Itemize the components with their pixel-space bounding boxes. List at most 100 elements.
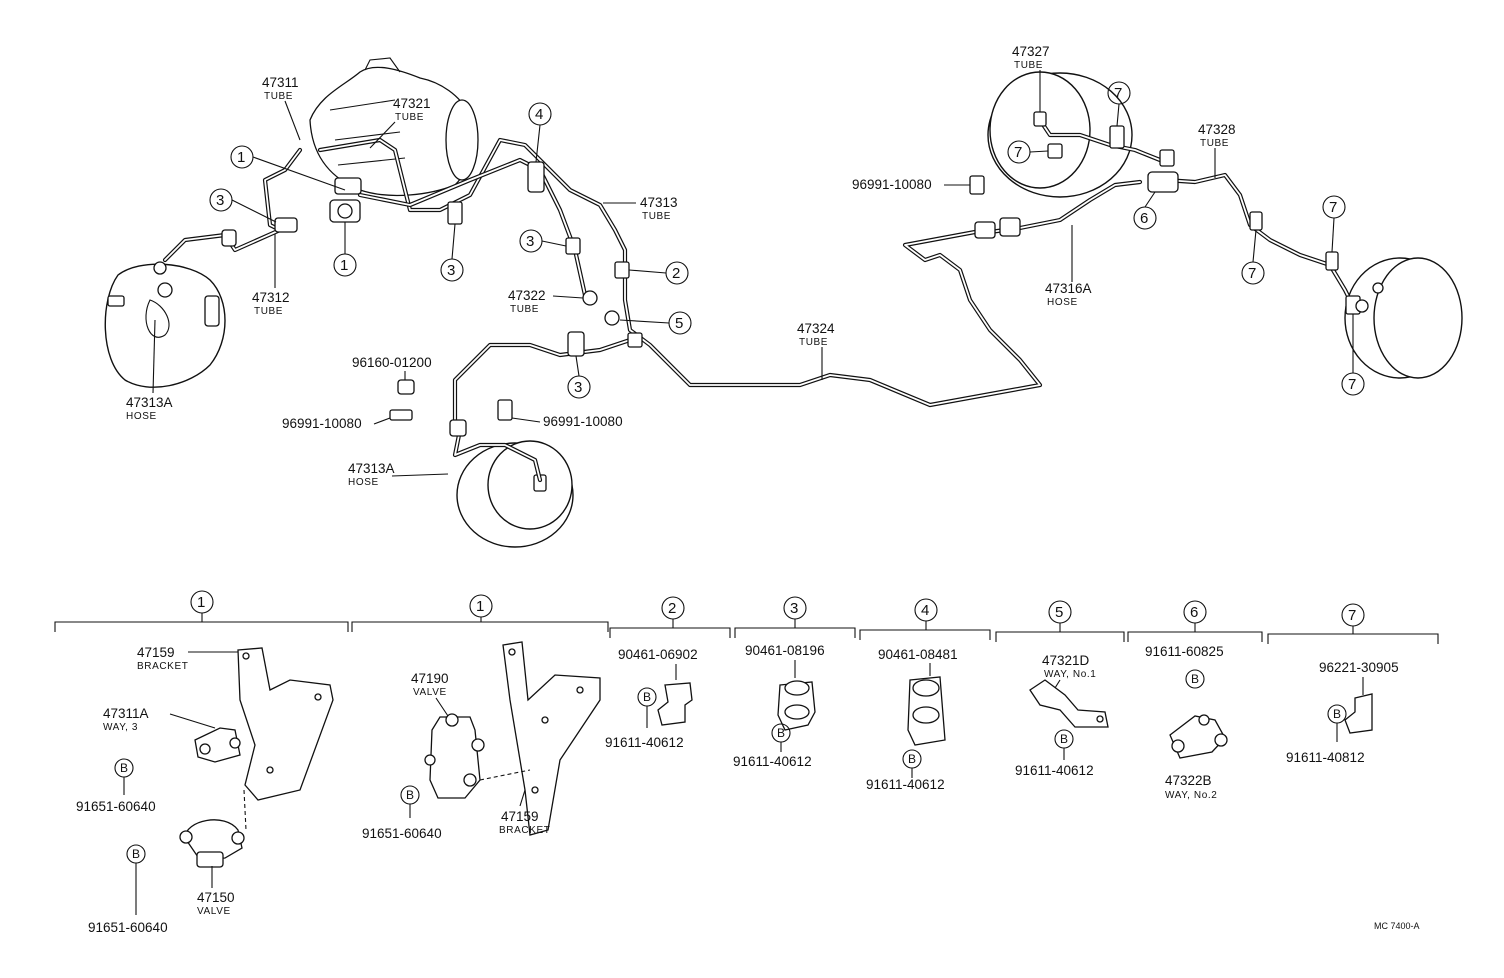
svg-text:2: 2 — [668, 600, 676, 617]
svg-text:7: 7 — [1014, 144, 1022, 161]
svg-text:TUBE: TUBE — [642, 211, 671, 222]
svg-text:BRACKET: BRACKET — [137, 661, 188, 672]
middle-brake-drum — [456, 440, 574, 548]
group-4: 90461-08481 B 91611-40612 — [866, 647, 958, 792]
svg-text:TUBE: TUBE — [1014, 60, 1043, 71]
svg-text:47159: 47159 — [501, 809, 539, 824]
svg-text:3: 3 — [574, 379, 582, 396]
callout-47313A-left: 47313A HOSE — [126, 319, 173, 422]
svg-text:1: 1 — [340, 257, 348, 274]
svg-text:TUBE: TUBE — [799, 337, 828, 348]
callout-96160-01200: 96160-01200 — [352, 355, 432, 380]
svg-text:HOSE: HOSE — [126, 411, 157, 422]
svg-text:1: 1 — [197, 594, 205, 611]
svg-text:7: 7 — [1114, 85, 1122, 102]
svg-text:90461-08196: 90461-08196 — [745, 643, 825, 658]
svg-text:96991-10080: 96991-10080 — [852, 177, 932, 192]
svg-text:96991-10080: 96991-10080 — [282, 416, 362, 431]
svg-text:7: 7 — [1329, 199, 1337, 216]
svg-text:B: B — [120, 761, 128, 775]
master-cylinder-assembly — [309, 57, 479, 223]
svg-text:B: B — [908, 752, 916, 766]
svg-text:91611-40612: 91611-40612 — [733, 754, 812, 769]
svg-text:6: 6 — [1140, 210, 1148, 227]
svg-text:B: B — [406, 788, 414, 802]
svg-text:47313: 47313 — [640, 195, 678, 210]
group-1-left: 47159 BRACKET 47311A WAY, 3 B 91651-6064… — [76, 645, 334, 935]
svg-text:91651-60640: 91651-60640 — [362, 826, 442, 841]
svg-text:91611-60825: 91611-60825 — [1145, 644, 1224, 659]
svg-text:7: 7 — [1348, 376, 1356, 393]
callout-47328: 47328 TUBE — [1198, 122, 1236, 178]
svg-text:47316A: 47316A — [1045, 281, 1092, 296]
svg-text:4: 4 — [921, 602, 929, 619]
svg-text:B: B — [1060, 732, 1068, 746]
svg-text:B: B — [777, 726, 785, 740]
svg-text:5: 5 — [1055, 604, 1063, 621]
svg-text:5: 5 — [675, 315, 683, 332]
svg-text:4: 4 — [535, 106, 543, 123]
group-headers: 1 1 2 3 4 5 6 7 — [54, 590, 1439, 644]
svg-text:HOSE: HOSE — [348, 477, 379, 488]
svg-text:HOSE: HOSE — [1047, 297, 1078, 308]
svg-text:TUBE: TUBE — [510, 304, 539, 315]
callout-47321: 47321 TUBE — [369, 96, 431, 149]
svg-text:91611-40612: 91611-40612 — [605, 735, 684, 750]
callout-96991-10080-c: 96991-10080 — [852, 177, 970, 192]
svg-text:91651-60640: 91651-60640 — [76, 799, 156, 814]
svg-text:B: B — [132, 847, 140, 861]
svg-text:47312: 47312 — [252, 290, 290, 305]
svg-text:47159: 47159 — [137, 645, 175, 660]
group-5: 47321D WAY, No.1 B 91611-40612 — [1015, 653, 1109, 778]
svg-text:1: 1 — [476, 598, 484, 615]
drawing-code: MC 7400-A — [1374, 921, 1420, 931]
svg-text:96160-01200: 96160-01200 — [352, 355, 432, 370]
callout-47313A-mid: 47313A HOSE — [348, 461, 449, 488]
ref-circles-top: 1 3 1 3 4 3 2 5 3 7 7 6 7 7 7 — [209, 81, 1365, 399]
group-6: 91611-60825 B 47322B WAY, No.2 — [1145, 644, 1228, 801]
svg-text:90461-06902: 90461-06902 — [618, 647, 698, 662]
callout-96991-10080-a: 96991-10080 — [282, 416, 391, 431]
svg-text:47321: 47321 — [393, 96, 431, 111]
svg-text:91611-40612: 91611-40612 — [1015, 763, 1094, 778]
callout-47322: 47322 TUBE — [508, 288, 584, 315]
group-3: 90461-08196 B 91611-40612 — [733, 643, 825, 769]
group-7: 96221-30905 B 91611-40812 — [1286, 660, 1399, 765]
svg-text:3: 3 — [526, 233, 534, 250]
svg-text:47311: 47311 — [262, 75, 299, 90]
svg-text:TUBE: TUBE — [264, 91, 293, 102]
svg-text:90461-08481: 90461-08481 — [878, 647, 958, 662]
svg-text:91611-40812: 91611-40812 — [1286, 750, 1365, 765]
svg-text:47324: 47324 — [797, 321, 835, 336]
callout-96991-10080-b: 96991-10080 — [511, 414, 623, 429]
svg-text:3: 3 — [790, 600, 798, 617]
svg-text:47321D: 47321D — [1042, 653, 1090, 668]
svg-text:6: 6 — [1190, 604, 1198, 621]
svg-text:BRACKET: BRACKET — [499, 825, 550, 836]
svg-text:TUBE: TUBE — [395, 112, 424, 123]
svg-text:47322: 47322 — [508, 288, 546, 303]
svg-text:47313A: 47313A — [126, 395, 173, 410]
svg-text:TUBE: TUBE — [254, 306, 283, 317]
svg-text:47313A: 47313A — [348, 461, 395, 476]
svg-text:3: 3 — [447, 262, 455, 279]
svg-text:B: B — [643, 690, 651, 704]
svg-text:91651-60640: 91651-60640 — [88, 920, 168, 935]
svg-text:TUBE: TUBE — [1200, 138, 1229, 149]
right-lower-brake-drum — [1344, 257, 1463, 379]
svg-text:2: 2 — [672, 265, 680, 282]
svg-text:7: 7 — [1348, 607, 1356, 624]
left-front-brake-drum — [104, 263, 226, 388]
svg-text:47328: 47328 — [1198, 122, 1236, 137]
svg-text:VALVE: VALVE — [413, 687, 447, 698]
group-1-right: 47190 VALVE B 91651-60640 47159 BRACKET — [362, 641, 601, 841]
svg-text:WAY, No.2: WAY, No.2 — [1165, 790, 1217, 801]
group-2: 90461-06902 B 91611-40612 — [605, 647, 698, 750]
callout-47327: 47327 TUBE — [1012, 44, 1050, 112]
svg-text:96991-10080: 96991-10080 — [543, 414, 623, 429]
callout-47316A: 47316A HOSE — [1045, 225, 1092, 308]
svg-text:7: 7 — [1248, 265, 1256, 282]
callout-47311: 47311 TUBE — [262, 75, 301, 141]
svg-text:WAY, No.1: WAY, No.1 — [1044, 669, 1096, 680]
